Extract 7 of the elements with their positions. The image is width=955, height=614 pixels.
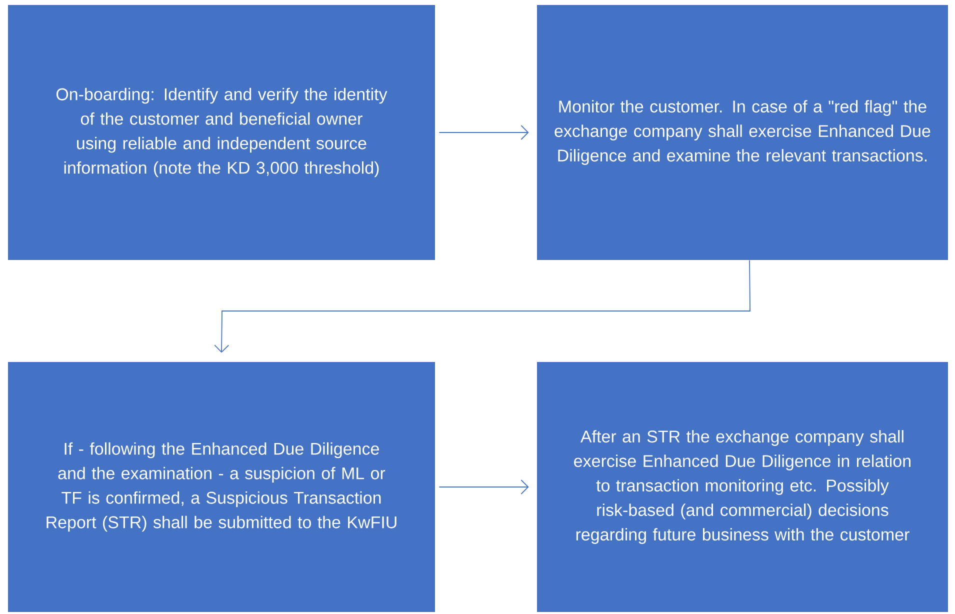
arrow <box>214 260 750 353</box>
process-box: Monitor the customer. In case of a "red flag" the exchange company shall exercise Enhanced Due Diligence and examine the relevant transactions. <box>537 5 948 260</box>
process-box: After an STR the exchange company shall exercise Enhanced Due Diligence in relation to transaction monitoring etc. Possibly risk-based (and commercial) decisions regarding future business with the customer <box>537 362 948 612</box>
arrow <box>438 125 529 140</box>
arrow <box>438 480 529 494</box>
process-box: If - following the Enhanced Due Diligence and the examination - a suspicion of ML or TF is confirmed, a Suspicious Transaction Report (STR) shall be submitted to the KwFIU <box>8 362 435 612</box>
process-box: On-boarding: Identify and verify the identity of the customer and beneficial owner using reliable and independent source information (note the KD 3,000 threshold) <box>8 5 435 260</box>
